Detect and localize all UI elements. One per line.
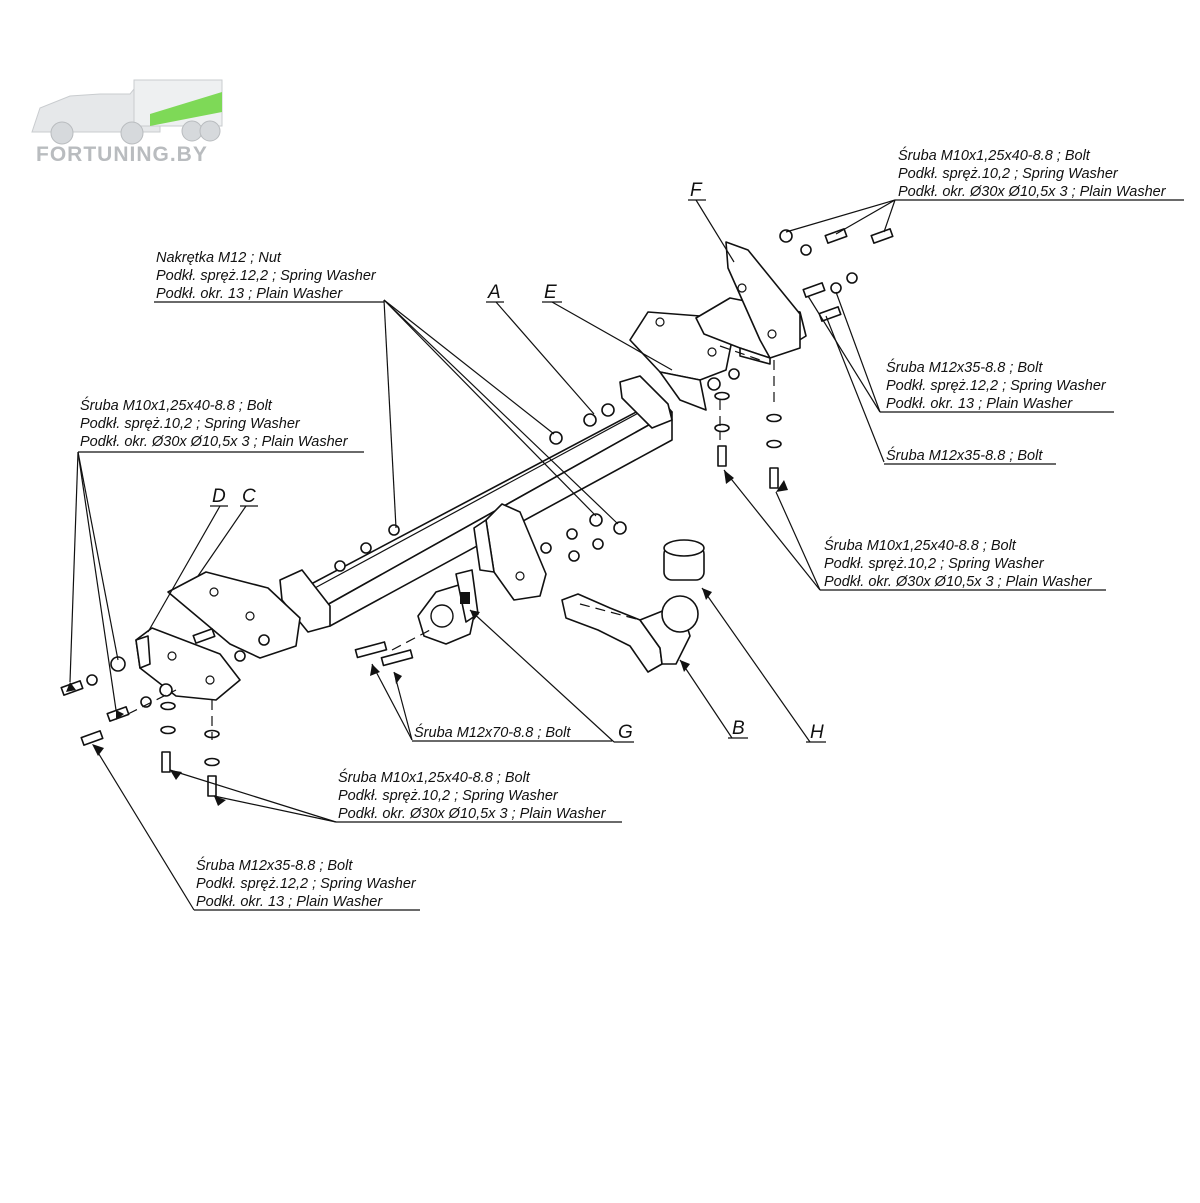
label-right-m10-group: Śruba M10x1,25x40-8.8 ; Bolt Podkł. sprę…: [820, 536, 1106, 591]
label-right-m12-group: Śruba M12x35-8.8 ; Bolt Podkł. spręż.12,…: [880, 358, 1114, 413]
label-line: Podkł. okr. 13 ; Plain Washer: [886, 396, 1073, 412]
label-line: Podkł. spręż.12,2 ; Spring Washer: [196, 876, 417, 892]
label-center-m12x70: Śruba M12x70-8.8 ; Bolt: [412, 723, 612, 742]
socket-plate-g: [417, 569, 479, 645]
bracket-d: [135, 627, 241, 701]
letter-d: D: [212, 486, 226, 507]
letter-b: B: [732, 718, 745, 739]
fortuning-logo: FORTUNING.BY: [31, 79, 223, 166]
label-line: Śruba M12x70-8.8 ; Bolt: [414, 723, 571, 741]
label-top-right-m10-group: Śruba M10x1,25x40-8.8 ; Bolt Podkł. sprę…: [895, 146, 1184, 201]
label-line: Śruba M12x35-8.8 ; Bolt: [886, 446, 1043, 464]
label-line: Śruba M12x35-8.8 ; Bolt: [196, 856, 353, 874]
ball-mount-b: [561, 539, 705, 673]
letter-g: G: [618, 722, 633, 743]
letter-c: C: [242, 486, 256, 507]
logo-text: FORTUNING.BY: [36, 143, 208, 166]
label-line: Śruba M12x35-8.8 ; Bolt: [886, 358, 1043, 376]
label-line: Podkł. spręż.10,2 ; Spring Washer: [898, 166, 1119, 182]
letter-e: E: [544, 282, 557, 303]
bracket-f: [695, 241, 807, 365]
label-line: Śruba M10x1,25x40-8.8 ; Bolt: [898, 146, 1091, 164]
label-line: Podkł. okr. Ø30x Ø10,5x 3 ; Plain Washer: [898, 184, 1167, 200]
label-line: Podkł. okr. 13 ; Plain Washer: [156, 286, 343, 302]
label-line: Śruba M10x1,25x40-8.8 ; Bolt: [338, 768, 531, 786]
label-line: Śruba M10x1,25x40-8.8 ; Bolt: [80, 396, 273, 414]
label-line: Śruba M10x1,25x40-8.8 ; Bolt: [824, 536, 1017, 554]
label-line: Podkł. okr. Ø30x Ø10,5x 3 ; Plain Washer: [338, 806, 607, 822]
right-end-plate: [619, 375, 673, 429]
label-right-m12-bolt: Śruba M12x35-8.8 ; Bolt: [884, 446, 1056, 465]
center-receiver-bracket: [473, 503, 547, 601]
label-nut-group: Nakrętka M12 ; Nut Podkł. spręż.12,2 ; S…: [154, 250, 384, 303]
letter-a: A: [487, 282, 501, 303]
label-bottom-m10-group: Śruba M10x1,25x40-8.8 ; Bolt Podkł. sprę…: [336, 768, 622, 823]
label-bottom-m12-group: Śruba M12x35-8.8 ; Bolt Podkł. spręż.12,…: [194, 856, 420, 911]
label-line: Podkł. spręż.12,2 ; Spring Washer: [156, 268, 377, 284]
fasteners: [60, 228, 894, 797]
main-crossbar: [295, 397, 673, 627]
left-end-plate: [279, 569, 331, 633]
letter-h: H: [810, 722, 824, 743]
label-line: Podkł. spręż.10,2 ; Spring Washer: [80, 416, 301, 432]
leader-lines: [66, 199, 896, 911]
part-letters: A E F D C G B H: [210, 180, 826, 743]
label-line: Podkł. okr. Ø30x Ø10,5x 3 ; Plain Washer: [824, 574, 1093, 590]
label-left-m10-group: Śruba M10x1,25x40-8.8 ; Bolt Podkł. sprę…: [78, 396, 364, 453]
label-line: Podkł. okr. 13 ; Plain Washer: [196, 894, 383, 910]
label-line: Podkł. okr. Ø30x Ø10,5x 3 ; Plain Washer: [80, 434, 349, 450]
assembly-axes: [127, 345, 775, 740]
logo-green-stripe: [150, 92, 222, 126]
label-line: Podkł. spręż.10,2 ; Spring Washer: [824, 556, 1045, 572]
letter-f: F: [690, 180, 703, 201]
label-line: Podkł. spręż.10,2 ; Spring Washer: [338, 788, 559, 804]
label-line: Nakrętka M12 ; Nut: [156, 250, 282, 266]
label-line: Podkł. spręż.12,2 ; Spring Washer: [886, 378, 1107, 394]
